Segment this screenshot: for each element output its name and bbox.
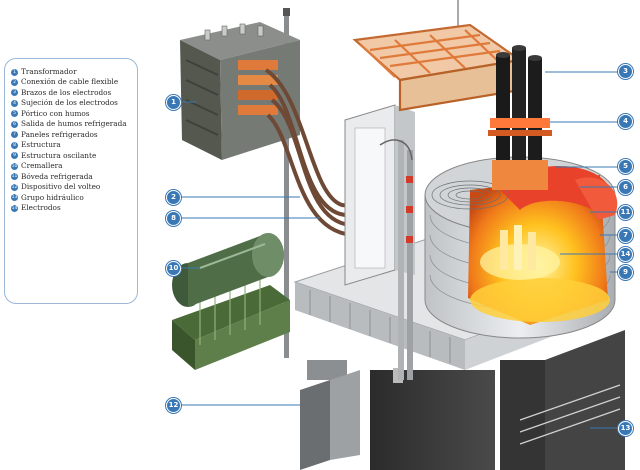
- callout-badge-electrode-clamp: 4: [618, 114, 633, 129]
- callout-badge-tilting-device: 12: [166, 398, 181, 413]
- callout-badge-oscillating-frame: 9: [618, 265, 633, 280]
- furnace-supports: [300, 330, 625, 470]
- callout-badge-cooled-panels: 7: [618, 228, 633, 243]
- electrode-arm-cage: [352, 23, 523, 112]
- callout-badge-hydraulic-group: 13: [618, 421, 633, 436]
- legend-item-label: Transformador: [21, 67, 77, 76]
- legend-item-label: Brazos de los electrodos: [21, 87, 112, 97]
- legend-item-label: Estructura: [21, 140, 61, 150]
- legend-number-badge: 10: [11, 162, 18, 170]
- legend-item-label: Grupo hidráulico: [21, 192, 84, 202]
- callout-badge-electrodes: 14: [618, 247, 633, 262]
- legend-number-badge: 6: [11, 120, 18, 128]
- legend-item-label: Electrodos: [21, 203, 61, 213]
- legend-item-label: Bóveda refrigerada: [21, 171, 93, 181]
- electrodes: [488, 45, 552, 270]
- legend-item-label: Sujeción de los electrodos: [21, 98, 118, 108]
- legend-number-badge: 9: [11, 152, 18, 160]
- callout-badge-flexible-cable: 2: [166, 190, 181, 205]
- callout-badge-electrode-arms: 3: [618, 64, 633, 79]
- legend-number-badge: 1: [11, 68, 18, 76]
- legend-number-badge: 7: [11, 131, 18, 139]
- legend-item-label: Estructura oscilante: [21, 150, 97, 160]
- callout-badge-rack: 10: [166, 261, 181, 276]
- legend-number-badge: 14: [11, 204, 18, 212]
- legend-item-label: Salida de humos refrigerada: [21, 119, 127, 129]
- legend-number-badge: 8: [11, 141, 18, 149]
- legend-number-badge: 12: [11, 183, 18, 191]
- legend-item-label: Dispositivo del volteo: [21, 182, 101, 192]
- legend-item-label: Pórtico con humos: [21, 108, 90, 118]
- legend-number-badge: 4: [11, 99, 18, 107]
- callout-badge-transformer: 1: [166, 95, 181, 110]
- support-tower: [344, 104, 415, 380]
- callout-badge-fume-outlet: 6: [618, 180, 633, 195]
- legend-number-badge: 3: [11, 89, 18, 97]
- callout-badge-cooled-vault: 11: [618, 205, 633, 220]
- legend-number-badge: 11: [11, 173, 18, 181]
- legend-number-badge: 2: [11, 78, 18, 86]
- legend-item-label: Cremallera: [21, 161, 63, 171]
- callout-lines: [180, 71, 620, 429]
- hydraulic-group-unit: [172, 233, 290, 370]
- callout-badge-fume-gantry: 5: [618, 159, 633, 174]
- legend-item-label: Conexión de cable flexible: [21, 77, 119, 87]
- legend-number-badge: 13: [11, 194, 18, 202]
- legend-number-badge: 5: [11, 110, 18, 118]
- callout-badge-structure: 8: [166, 211, 181, 226]
- legend-item-label: Paneles refrigerados: [21, 129, 98, 139]
